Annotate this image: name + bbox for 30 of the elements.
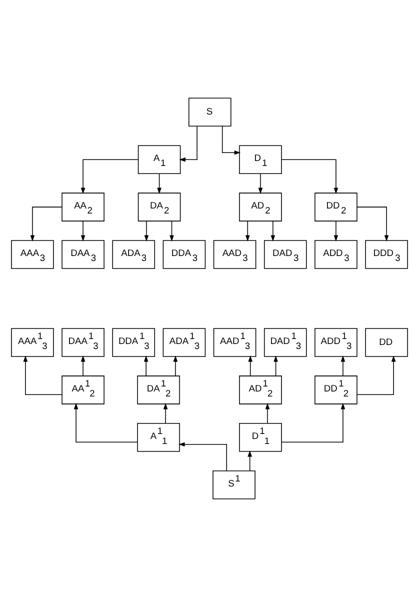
arrow <box>248 450 252 472</box>
arrow <box>258 173 263 194</box>
node-box: S <box>188 98 232 127</box>
arrow <box>281 403 346 442</box>
arrow <box>334 220 338 242</box>
arrow <box>173 356 178 376</box>
arrow <box>248 356 253 376</box>
arrow <box>144 356 148 376</box>
arrow <box>356 356 396 395</box>
arrow <box>281 159 338 194</box>
arrow <box>74 403 138 442</box>
arrow <box>170 220 174 242</box>
arrow <box>157 173 162 194</box>
arrow <box>30 206 62 242</box>
arrow <box>356 206 389 242</box>
arrow <box>265 402 270 424</box>
arrow <box>23 356 62 395</box>
arrow <box>340 356 346 376</box>
arrow <box>245 220 250 242</box>
arrow <box>274 356 278 376</box>
arrow <box>80 356 86 376</box>
arrow <box>163 402 168 424</box>
arrow <box>222 126 241 155</box>
arrow <box>270 220 276 242</box>
arrow <box>80 220 86 242</box>
arrow <box>179 126 198 162</box>
arrow <box>144 220 149 242</box>
arrow <box>178 442 227 472</box>
arrow <box>80 159 139 194</box>
node-box: DD <box>365 328 408 357</box>
